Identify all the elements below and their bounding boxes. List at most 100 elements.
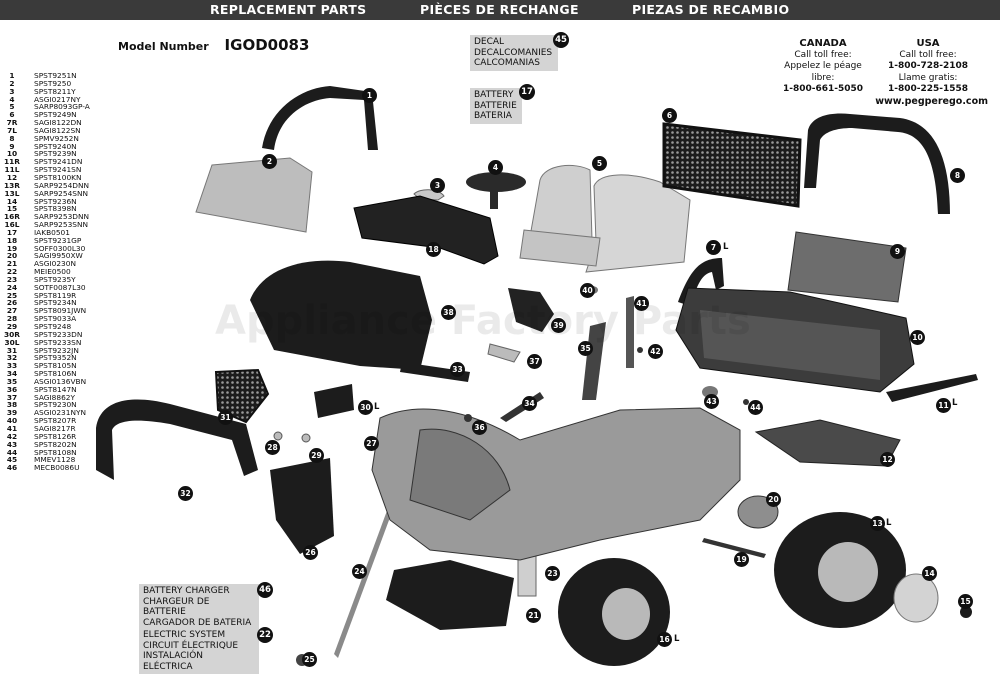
part-code: SPST8106N (34, 369, 77, 379)
callout-1: 1 (362, 88, 377, 103)
canada-phone: 1-800-661-5050 (782, 84, 864, 94)
callout-12: 12 (880, 452, 895, 467)
steering-column (582, 322, 606, 400)
part-code: SPST9233DN (34, 329, 83, 339)
part-number: 38 (6, 400, 18, 410)
battery-label-box: BATTERY BATTERIE BATERIA (470, 88, 522, 124)
part-number: 42 (6, 431, 18, 441)
part-code: ASGI0217NY (34, 94, 81, 104)
part-code: SARP9254DNN (34, 180, 90, 190)
part-code: SAGI8122DN (34, 118, 82, 128)
part-code: SPST9230N (34, 400, 77, 410)
callout-7: 7 (706, 240, 721, 255)
part-code: SPST8398N (34, 204, 77, 214)
part-code: MEIE0500 (34, 267, 71, 277)
side-mark-7: L (723, 242, 729, 252)
battery-line: BATTERIE (474, 100, 517, 111)
callout-33: 33 (450, 362, 465, 377)
callout-26: 26 (303, 545, 318, 560)
callout-18: 18 (426, 242, 441, 257)
battery-label-group: BATTERY BATTERIE BATERIA (470, 88, 522, 124)
callout-41: 41 (634, 296, 649, 311)
part-number: 10 (6, 149, 18, 159)
part-number: 31 (6, 345, 18, 355)
screw (637, 347, 643, 353)
part-code: SPST8147N (34, 384, 77, 394)
part-number: 22 (6, 267, 18, 277)
part-code: SPST9033A (34, 314, 77, 324)
part-code: SPST8100KN (34, 172, 82, 182)
part-number: 9 (9, 141, 15, 151)
part-number: 33 (6, 361, 18, 371)
callout-36: 36 (472, 420, 487, 435)
electric-label-box: ELECTRIC SYSTEM CIRCUIT ÉLECTRIQUE INSTA… (139, 628, 259, 674)
part-code: ASGI0231NYN (34, 408, 87, 418)
callout-19: 19 (734, 552, 749, 567)
electric-number-badge: 22 (257, 627, 273, 643)
dashboard (353, 195, 499, 265)
callout-30: 30 (358, 400, 373, 415)
callout-32: 32 (178, 486, 193, 501)
battery-line: BATERIA (474, 111, 512, 121)
part-number: 43 (6, 439, 18, 449)
part-code: SARP9254SNN (34, 188, 89, 198)
part-code: SPST9352N (34, 353, 77, 363)
electric-line: CIRCUIT ÉLECTRIQUE (143, 640, 239, 651)
charger-label-group: BATTERY CHARGER CHARGEUR DE BATTERIE CAR… (139, 584, 259, 630)
battery-tray (386, 560, 514, 630)
parts-list-row: 13L SARP9254SNN (4, 188, 90, 198)
front-fascia (270, 458, 334, 554)
part-number: 5 (9, 102, 15, 112)
website-link[interactable]: www.pegperego.com (875, 96, 988, 107)
model-number-label: Model Number (118, 40, 209, 53)
part-code: SPST8207R (34, 416, 77, 426)
parts-list-row: 38 SPST9230N (4, 401, 90, 409)
part-number: 2 (9, 78, 15, 88)
part-number: 46 (6, 463, 18, 473)
part-code: SPST9233SN (34, 337, 82, 347)
callout-28: 28 (265, 440, 280, 455)
hubcap (893, 573, 939, 623)
header-pieces-de-rechange: PIÈCES DE RECHANGE (420, 2, 579, 17)
callout-5: 5 (592, 156, 607, 171)
part-number: 8 (9, 133, 15, 143)
rear-roll-bar (804, 113, 950, 214)
callout-43: 43 (704, 394, 719, 409)
header-piezas-de-recambio: PIEZAS DE RECAMBIO (632, 2, 790, 17)
knob (273, 431, 283, 441)
charger-line: BATTERY CHARGER (143, 586, 230, 596)
part-code: SAGI8217R (34, 423, 76, 433)
cargo-net (662, 122, 802, 208)
battery-line: BATTERY (474, 90, 514, 100)
usa-phone: 1-800-728-2108 (887, 61, 969, 71)
header-bar: REPLACEMENT PARTS PIÈCES DE RECHANGE PIE… (0, 0, 1000, 20)
part-code: SARP8093GP-A (34, 102, 90, 112)
decal-line: DECAL (474, 37, 505, 47)
callout-14: 14 (922, 566, 937, 581)
part-number: 14 (6, 196, 18, 206)
part-number: 18 (6, 235, 18, 245)
callout-25: 25 (302, 652, 317, 667)
part-number: 13L (4, 188, 20, 198)
part-code: SPST8105N (34, 361, 77, 371)
parts-list-row: 5 SARP8093GP-A (4, 102, 90, 112)
part-code: SAGI8862Y (34, 392, 75, 402)
usa-line: Call toll free: (899, 49, 957, 60)
part-code: SPST9232JN (34, 345, 79, 355)
callout-34: 34 (522, 396, 537, 411)
steering-wheel (466, 172, 526, 192)
part-number: 44 (6, 447, 18, 457)
